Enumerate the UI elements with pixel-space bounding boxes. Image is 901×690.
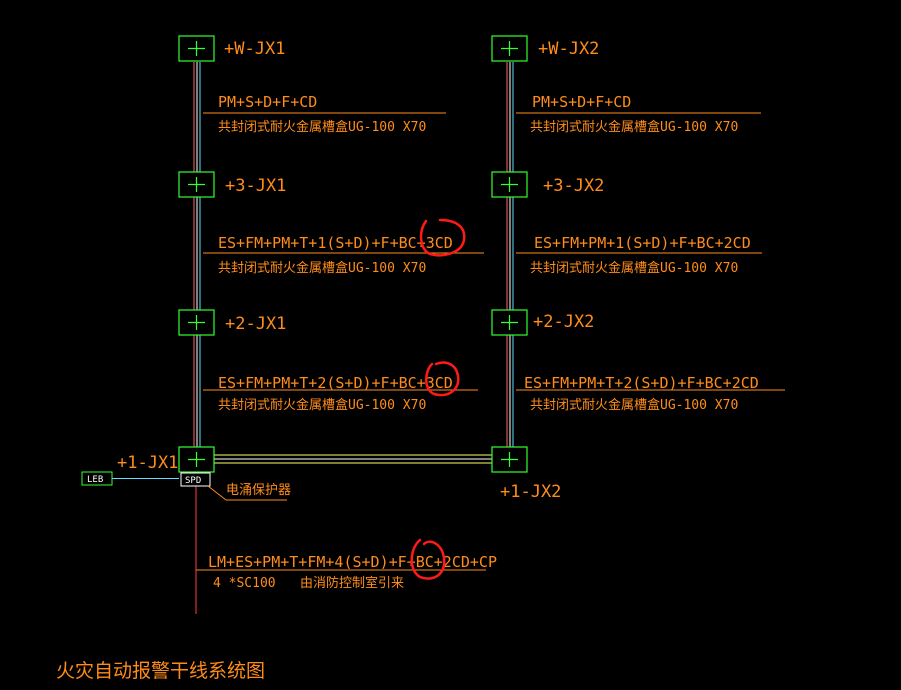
drawing-title: 火灾自动报警干线系统图	[56, 660, 265, 682]
spd-device[interactable]: SPD	[180, 472, 211, 487]
panel-label-3-jx1: +3-JX1	[225, 176, 286, 196]
tray-spec-left-2: 共封闭式耐火金属槽盒UG-100 X70	[218, 397, 426, 413]
panel-box-w-jx1[interactable]	[178, 35, 215, 62]
cable-spec-left-2: ES+FM+PM+T+2(S+D)+F+BC+3CD	[218, 374, 453, 392]
panel-label-1-jx2: +1-JX2	[500, 482, 561, 502]
cable-spec-left-3: ES+FM+PM+T+1(S+D)+F+BC+3CD	[218, 234, 453, 252]
panel-label-1-jx1: +1-JX1	[117, 453, 178, 473]
spd-label: SPD	[185, 476, 201, 486]
panel-label-2-jx2: +2-JX2	[533, 312, 594, 332]
right-riser	[506, 62, 514, 447]
spd-leader	[207, 485, 227, 501]
panel-box-3-jx2[interactable]	[491, 171, 528, 198]
cable-spec-right-top: PM+S+D+F+CD	[532, 93, 631, 111]
panel-box-2-jx2[interactable]	[491, 309, 528, 336]
tray-spec-right-top: 共封闭式耐火金属槽盒UG-100 X70	[530, 119, 738, 135]
incoming-cable-spec: LM+ES+PM+T+FM+4(S+D)+F+BC+2CD+CP	[208, 553, 497, 571]
cable-spec-right-2: ES+FM+PM+T+2(S+D)+F+BC+2CD	[524, 374, 759, 392]
leb-label: LEB	[87, 475, 103, 485]
tray-spec-left-top: 共封闭式耐火金属槽盒UG-100 X70	[218, 119, 426, 135]
ground-floor-bus	[214, 454, 492, 464]
markup-circle-floor3	[419, 218, 466, 257]
left-riser	[193, 62, 201, 447]
markup-circle-floor2	[425, 361, 460, 397]
panel-label-w-jx1: +W-JX1	[224, 39, 285, 59]
panel-label-w-jx2: +W-JX2	[538, 39, 599, 59]
panel-box-2-jx1[interactable]	[178, 309, 215, 336]
panel-label-2-jx1: +2-JX1	[225, 314, 286, 334]
markup-circle-incoming	[410, 538, 446, 580]
panel-label-3-jx2: +3-JX2	[543, 176, 604, 196]
tray-spec-right-2: 共封闭式耐火金属槽盒UG-100 X70	[530, 397, 738, 413]
cable-spec-right-3: ES+FM+PM+1(S+D)+F+BC+2CD	[534, 234, 751, 252]
panel-box-w-jx2[interactable]	[491, 35, 528, 62]
panel-box-3-jx1[interactable]	[178, 171, 215, 198]
tray-spec-right-3: 共封闭式耐火金属槽盒UG-100 X70	[530, 260, 738, 276]
conduit-spec: 4 *SC100	[213, 576, 276, 591]
source-note: 由消防控制室引来	[300, 575, 404, 591]
surge-protector-label: 电涌保护器	[226, 483, 291, 498]
cable-spec-left-top: PM+S+D+F+CD	[218, 93, 317, 111]
tray-spec-left-3: 共封闭式耐火金属槽盒UG-100 X70	[218, 260, 426, 276]
panel-box-1-jx1[interactable]	[178, 446, 215, 473]
panel-box-1-jx2[interactable]	[491, 446, 528, 473]
leb-terminal[interactable]: LEB	[81, 471, 113, 486]
